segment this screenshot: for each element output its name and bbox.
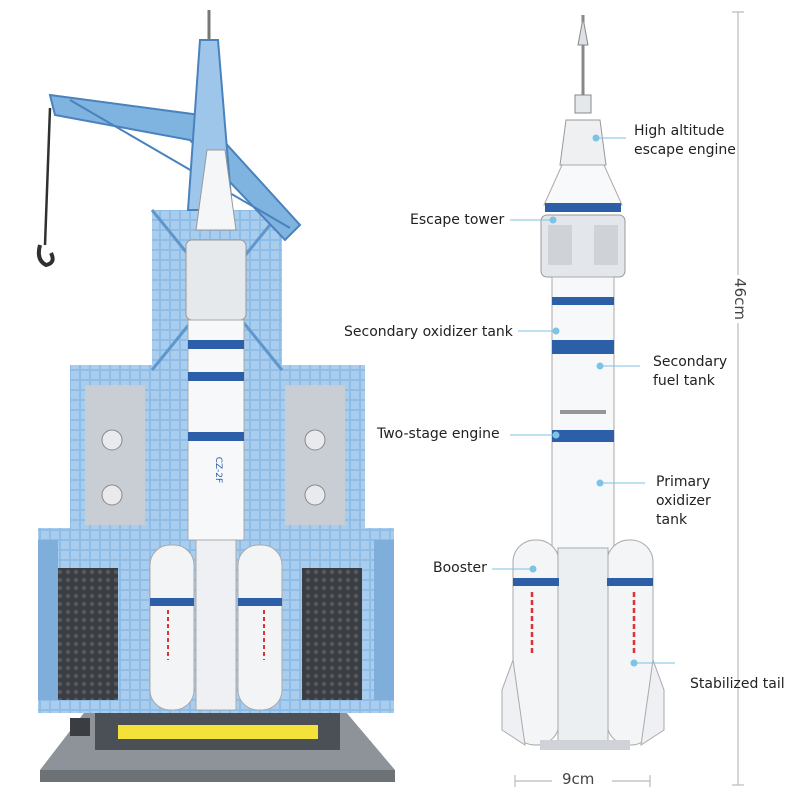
yellow-strip [118, 725, 318, 739]
crane-hook [36, 244, 55, 268]
label-line: Secondary [653, 354, 728, 370]
height-label: 46cm [730, 275, 749, 323]
width-label: 9cm [562, 770, 595, 788]
leader-lines [492, 137, 675, 664]
tower-rocket: CZ-2F [149, 149, 283, 711]
label-escape-tower: Escape tower [410, 212, 505, 228]
label-line: oxidizer [656, 493, 711, 509]
rocket-model [501, 15, 665, 750]
leader-dots [529, 134, 638, 667]
label-high-altitude-escape-engine: High altitude escape engine [634, 122, 736, 160]
label-secondary-oxidizer-tank: Secondary oxidizer tank [344, 324, 513, 340]
label-line: fuel tank [653, 373, 715, 389]
left-grid-panel [58, 568, 118, 700]
width-dimension [514, 775, 651, 787]
label-line: High altitude [634, 123, 725, 139]
label-booster: Booster [433, 560, 487, 576]
label-line: escape engine [634, 142, 736, 158]
label-line: tank [656, 512, 688, 528]
rocket-code: CZ-2F [213, 457, 223, 483]
right-grid-panel [302, 568, 362, 700]
label-primary-oxidizer-tank: Primary oxidizer tank [656, 473, 711, 530]
launch-tower-model: CZ-2F [36, 10, 395, 782]
label-line: Primary [656, 474, 711, 490]
label-secondary-fuel-tank: Secondary fuel tank [653, 353, 727, 391]
label-two-stage-engine: Two-stage engine [377, 426, 500, 442]
height-dimension [732, 11, 744, 786]
label-stabilized-tail: Stabilized tail [690, 676, 785, 692]
